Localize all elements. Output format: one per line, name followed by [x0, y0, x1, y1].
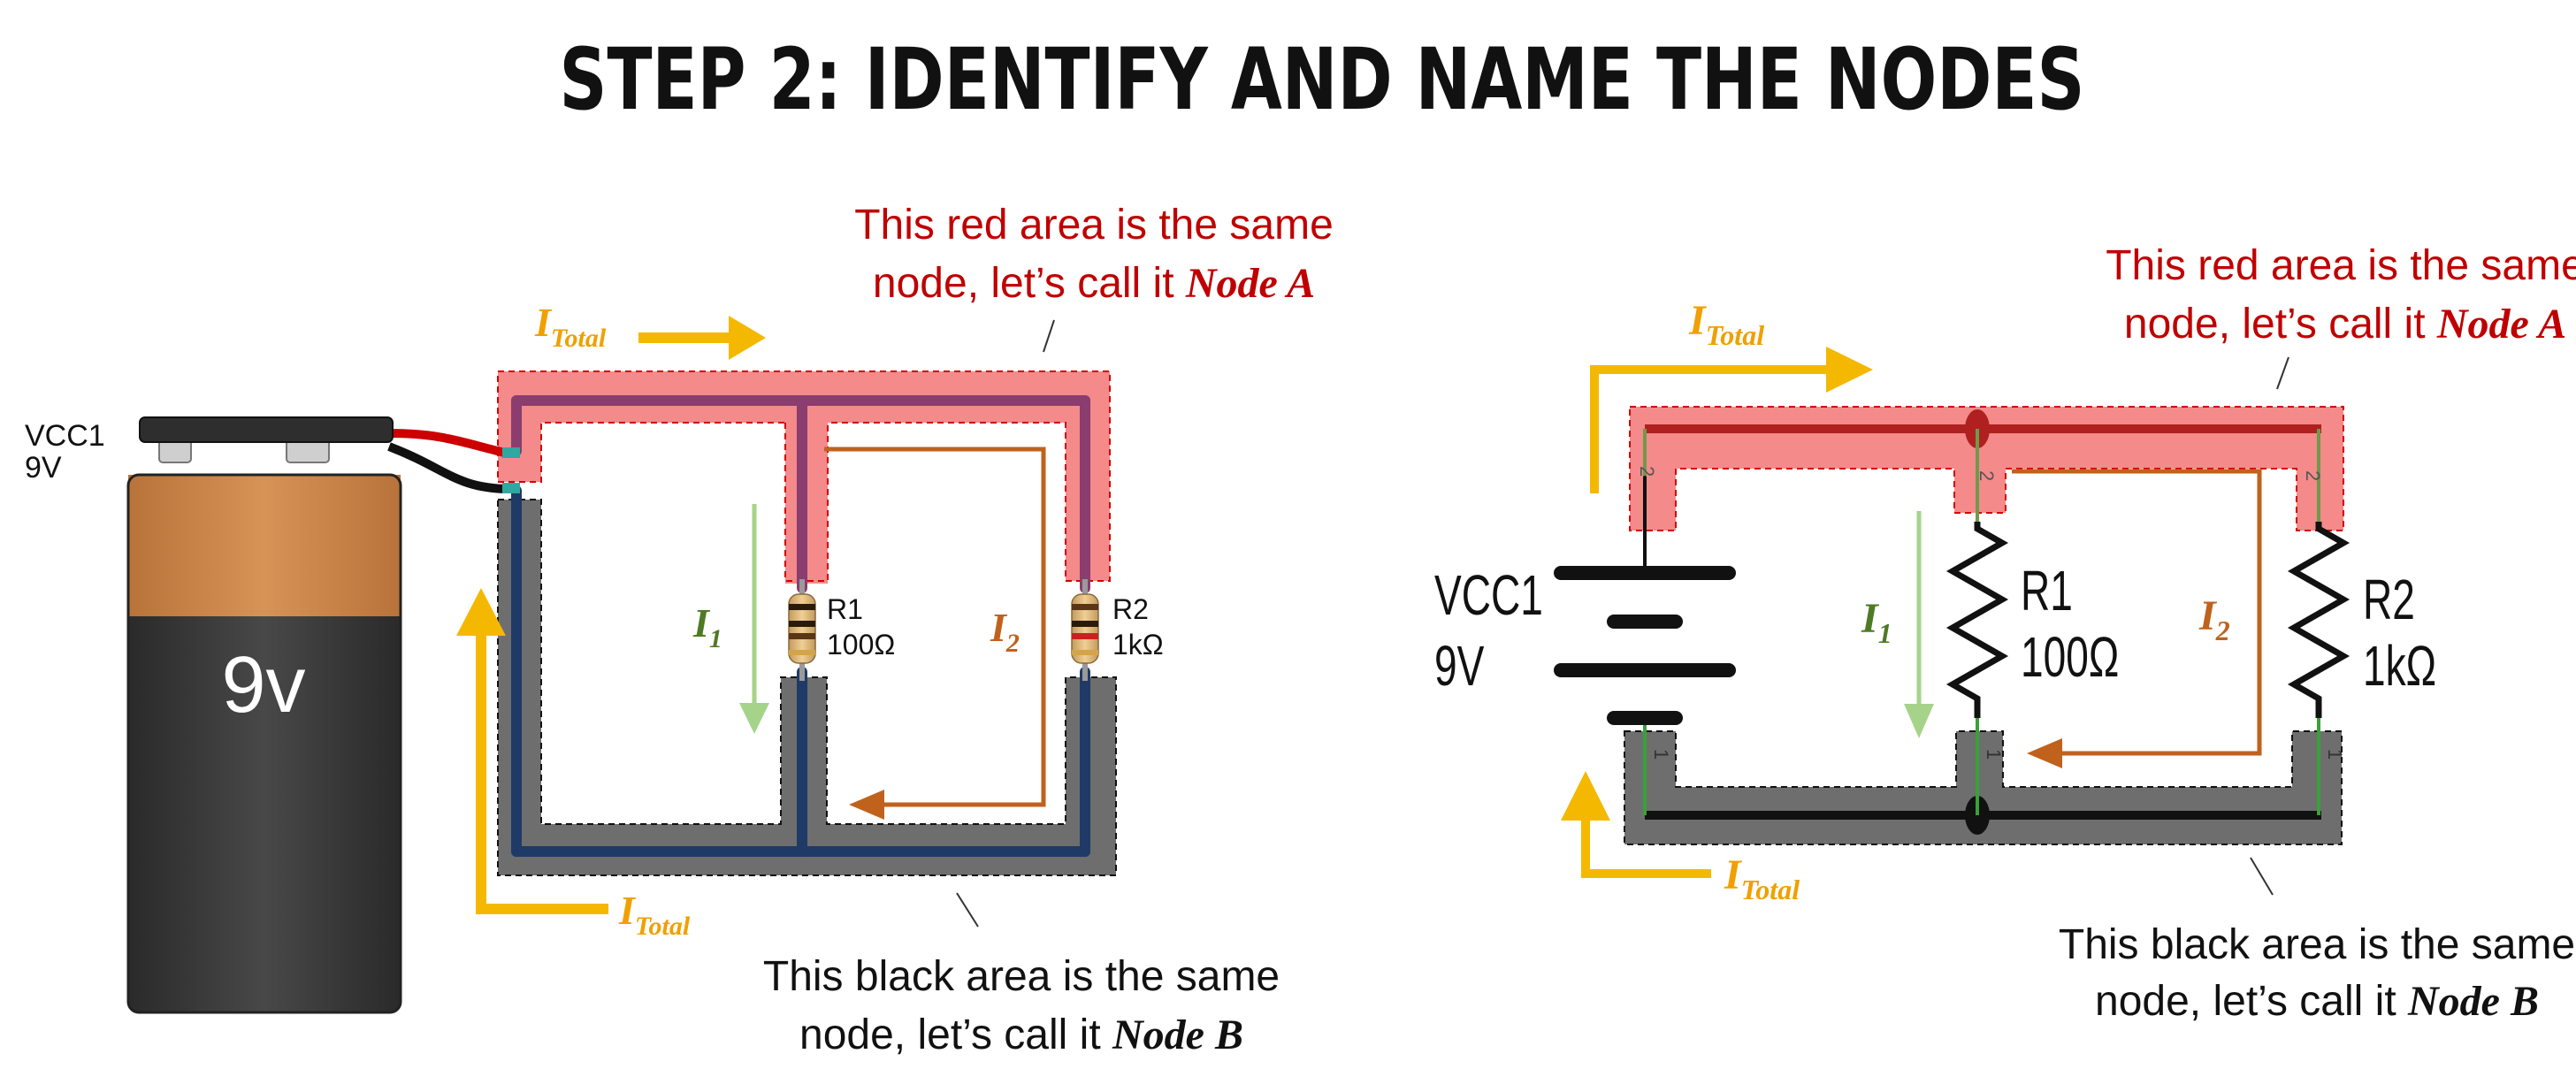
right-i2-arrow — [2012, 469, 2262, 768]
left-node-b-note-line2: node, let’s call it Node B — [799, 1012, 1243, 1058]
right-pin-bottom-r1: 1 — [1983, 749, 2005, 760]
right-node-a-leader — [2276, 356, 2289, 390]
right-pin-top-r1: 2 — [1976, 470, 1998, 481]
left-r2-value: 1kΩ — [1112, 629, 1164, 660]
right-r1-name: R1 — [2021, 560, 2073, 622]
right-node-a-drops — [1643, 429, 2320, 522]
right-diagram: 2 2 2 1 1 1 VCC1 9V R1 100Ω — [1434, 242, 2576, 1025]
battery-9v: 9v — [126, 416, 402, 1014]
right-i2-label: I2 — [2198, 592, 2230, 646]
right-resistor-r1 — [1945, 522, 2009, 718]
right-i1-label: I1 — [1861, 595, 1892, 649]
right-battery-symbol — [1554, 476, 1736, 725]
right-node-b-risers — [1643, 716, 2320, 815]
right-node-a-region — [1629, 406, 2344, 531]
right-node-a-note-line2: node, let’s call it Node A — [2124, 301, 2566, 347]
left-diagram: 9v VCC1 9V R1 100Ω R2 1kΩ — [25, 202, 1334, 1058]
battery-face-label: 9v — [221, 641, 305, 729]
right-battery-voltage: 9V — [1434, 635, 1484, 698]
node-a-wires — [511, 395, 1090, 593]
left-r2-name: R2 — [1112, 593, 1149, 625]
left-node-b-note-line1: This black area is the same — [763, 953, 1280, 1000]
right-r2-name: R2 — [2363, 569, 2415, 631]
right-itotal-top-label: ITotal — [1688, 297, 1764, 351]
left-i2-label: I2 — [990, 605, 1020, 658]
page-title: STEP 2: IDENTIFY AND NAME THE NODES — [560, 31, 2085, 130]
left-node-a-note-line2: node, let’s call it Node A — [873, 260, 1315, 307]
right-i1-arrow — [1904, 511, 1934, 738]
left-node-b-leader — [956, 892, 979, 928]
left-i2-arrow — [824, 447, 1046, 820]
left-node-a-leader — [1043, 319, 1055, 353]
right-node-b-leader — [2250, 857, 2274, 896]
left-node-a-note-line1: This red area is the same — [854, 202, 1334, 248]
left-itotal-bottom-arrow — [456, 588, 608, 914]
black-lead — [387, 442, 509, 493]
left-battery-voltage: 9V — [25, 451, 62, 485]
right-r1-value: 100Ω — [2021, 626, 2119, 689]
right-itotal-bottom-label: ITotal — [1724, 851, 1800, 905]
right-r2-value: 1kΩ — [2363, 635, 2436, 698]
resistor-r2 — [1071, 579, 1099, 681]
right-node-a-note-line1: This red area is the same — [2106, 242, 2576, 289]
left-i1-label: I1 — [692, 600, 722, 653]
left-i1-arrow — [739, 504, 769, 734]
right-itotal-top-arrow — [1590, 347, 1873, 493]
resistor-r1 — [788, 579, 816, 681]
right-pin-bottom-vcc: 1 — [1650, 749, 1672, 760]
red-lead — [388, 429, 510, 458]
left-battery-label: VCC1 — [25, 419, 105, 453]
right-resistor-r2 — [2287, 522, 2351, 718]
node-b-wires — [511, 485, 1090, 857]
left-itotal-top-label: ITotal — [534, 300, 607, 353]
right-node-b-note-line2: node, let’s call it Node B — [2095, 978, 2539, 1025]
right-pin-top-vcc: 2 — [1636, 466, 1658, 477]
left-r1-name: R1 — [827, 593, 863, 625]
left-r1-value: 100Ω — [827, 629, 895, 660]
left-itotal-top-arrow — [638, 316, 766, 360]
right-itotal-bottom-arrow — [1561, 771, 1711, 878]
left-itotal-bottom-label: ITotal — [618, 888, 691, 941]
right-node-b-note-line1: This black area is the same — [2059, 921, 2575, 968]
right-pin-bottom-r2: 1 — [2324, 749, 2346, 760]
right-pin-top-r2: 2 — [2302, 470, 2324, 481]
right-battery-label: VCC1 — [1434, 564, 1543, 627]
